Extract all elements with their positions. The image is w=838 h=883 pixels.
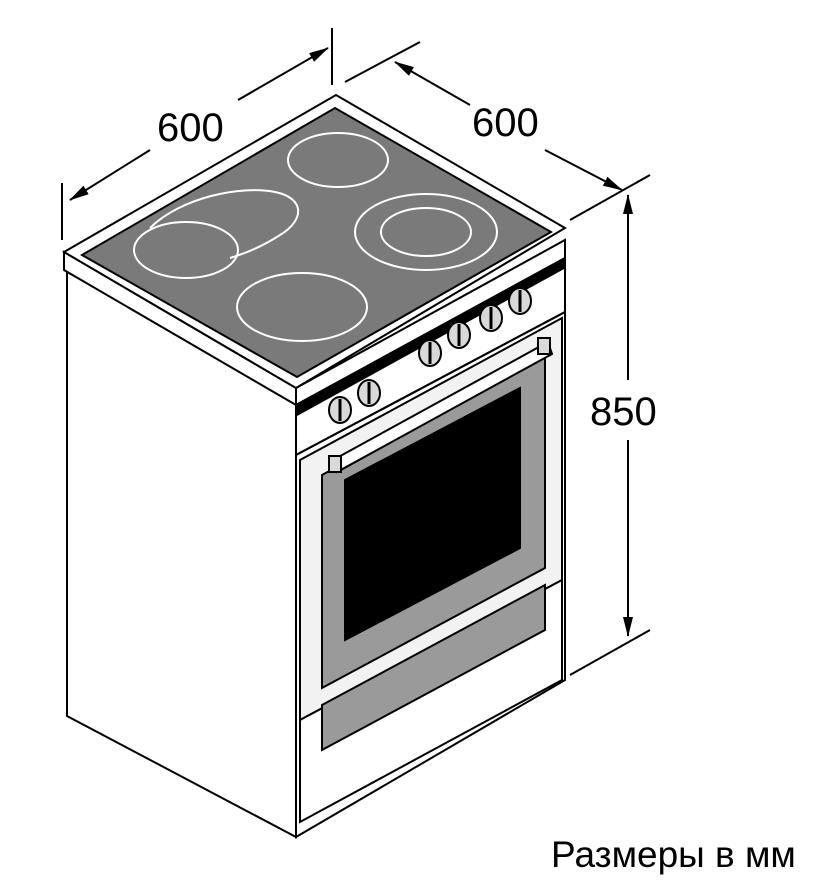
depth-dimension-label: 600: [472, 101, 539, 145]
ceramic-cooktop: [79, 106, 554, 379]
oven-window: [344, 386, 521, 642]
units-caption: Размеры в мм: [551, 834, 796, 875]
oven-door-handle: [328, 337, 554, 474]
knob-3: [418, 339, 442, 367]
burner-right-outer: [354, 193, 498, 271]
burner-front-left: [133, 221, 239, 279]
knob-5: [479, 304, 503, 332]
control-panel-dark-strip: [295, 257, 566, 417]
knob-1: [328, 396, 352, 424]
dimension-width: [61, 28, 333, 240]
dimension-depth: [344, 41, 651, 221]
burner-zone-rear-left-extended: [149, 189, 300, 259]
height-dimension-label: 850: [590, 390, 657, 434]
burner-right-inner: [380, 207, 472, 257]
storage-drawer-panel: [321, 583, 546, 752]
knob-4: [447, 321, 471, 349]
control-panel-lower-edge: [295, 311, 566, 456]
dimension-height: [569, 194, 651, 676]
burner-front-center: [236, 272, 368, 342]
burner-rear-center: [287, 132, 389, 188]
knob-6: [508, 287, 532, 315]
width-dimension-label: 600: [157, 106, 224, 150]
knob-2: [357, 379, 381, 407]
